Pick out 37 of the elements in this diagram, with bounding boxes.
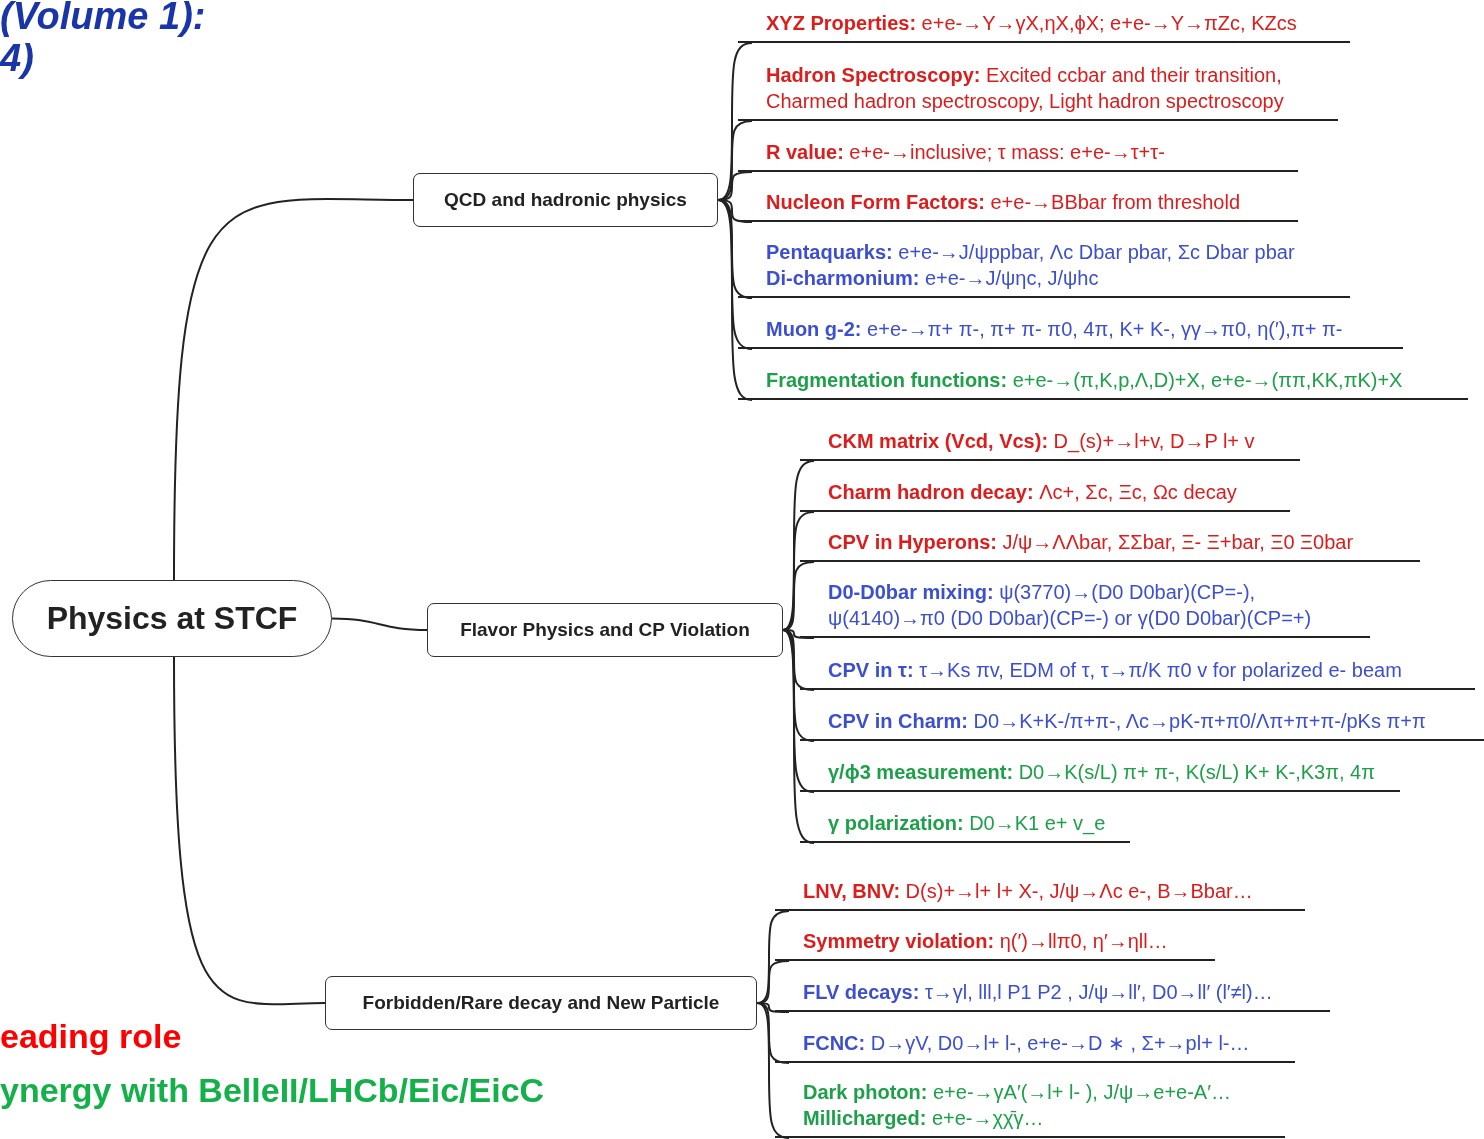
branch-text: Pentaquarks: e+e-→J/ψppbar, Λc Dbar pbar, Σc Dbar pbar <box>766 240 1296 265</box>
branch-text: Muon g-2: e+e-→π+ π-, π+ π- π0, 4π, K+ K-, γγ→π0, η(′),π+ π- <box>766 317 1344 342</box>
topic-box: Forbidden/Rare decay and New Particle <box>325 976 757 1030</box>
legend-text: ynergy with BelleII/LHCb/Eic/EicC <box>0 1070 545 1110</box>
branch-line <box>782 511 815 631</box>
branch-line <box>756 1002 790 1139</box>
branch-line <box>717 199 753 401</box>
branch-text: Nucleon Form Factors: e+e-→BBbar from threshold <box>766 190 1242 215</box>
branch-text: LNV, BNV: D(s)+→l+ l+ X-, J/ψ→Λc e-, B→Bbar… <box>803 879 1254 904</box>
branch-line <box>173 656 326 1006</box>
branch-text: γ/ϕ3 measurement: D0→K(s/L) π+ π-, K(s/L) K+ K-,K3π, 4π <box>828 760 1377 785</box>
branch-line <box>782 629 815 742</box>
branch-text: Dark photon: e+e-→γA′(→l+ l- ), J/ψ→e+e-A′… <box>803 1080 1232 1105</box>
legend-text: eading role <box>0 1016 182 1056</box>
branch-text: FCNC: D→γV, D0→l+ l-, e+e-→D ∗ , Σ+→pl+ l-… <box>803 1031 1251 1056</box>
branch-text: γ polarization: D0→K1 e+ v_e <box>828 811 1107 836</box>
branch-line <box>331 617 428 631</box>
branch-text: Di-charmonium: e+e-→J/ψηc, J/ψhc <box>766 266 1100 291</box>
branch-text: D0-D0bar mixing: ψ(3770)→(D0 D0bar)(CP=-), ψ(4140)→π0 (D0 D0bar)(CP=-) or γ(D0 D0bar)(CP=+) <box>828 580 1313 631</box>
branch-text: Fragmentation functions: e+e-→(π,K,p,Λ,D)+X, e+e-→(ππ,KK,πK)+X <box>766 368 1404 393</box>
branch-text: CPV in τ: τ→Ks πv, EDM of τ, τ→π/K π0 v for polarized e- beam <box>828 658 1403 683</box>
branch-text: XYZ Properties: e+e-→Y→γX,ηX,ϕX; e+e-→Y→πZc, KZcs <box>766 11 1298 36</box>
branch-text: CPV in Charm: D0→K+K-/π+π-, Λc→pK-π+π0/Λπ+π+π-/pKs π+π <box>828 709 1427 734</box>
branch-line <box>782 629 815 844</box>
branch-text: Charm hadron decay: Λc+, Σc, Ξc, Ωc decay <box>828 480 1238 505</box>
branch-text: R value: e+e-→inclusive; τ mass: e+e-→τ+τ- <box>766 140 1166 165</box>
branch-text: FLV decays: τ→γl, lll,l P1 P2 , J/ψ→ll′, D0→ll′ (l′≠l)… <box>803 980 1274 1005</box>
branch-text: Hadron Spectroscopy: Excited ccbar and their transition, Charmed hadron spectroscopy, Light hadron spectroscopy <box>766 63 1285 114</box>
branch-line <box>173 198 414 581</box>
branch-text: Symmetry violation: η(′)→llπ0, η′→ηll… <box>803 929 1169 954</box>
branch-text: CKM matrix (Vcd, Vcs): D_(s)+→l+v, D→P l+ v <box>828 429 1256 454</box>
root-node: Physics at STCF <box>12 580 332 657</box>
topic-box: Flavor Physics and CP Violation <box>427 603 783 657</box>
branch-text: CPV in Hyperons: J/ψ→ΛΛbar, ΣΣbar, Ξ- Ξ+bar, Ξ0 Ξ0bar <box>828 530 1355 555</box>
branch-text: Millicharged: e+e-→χχ̄γ… <box>803 1106 1045 1131</box>
topic-box: QCD and hadronic physics <box>413 173 718 227</box>
title-fragment: (Volume 1): <box>0 0 206 38</box>
